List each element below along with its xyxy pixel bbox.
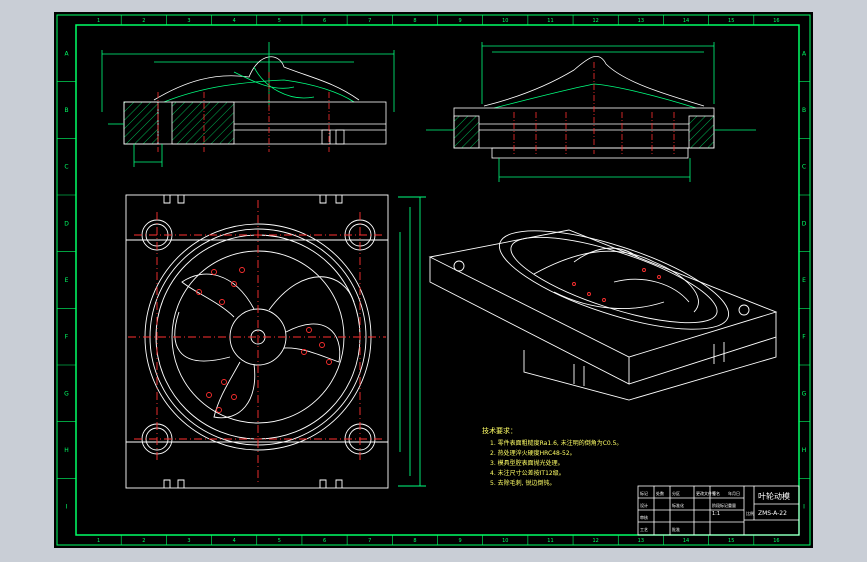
border-col-label: 7 — [368, 538, 371, 544]
tb-label: 工艺 — [640, 527, 648, 532]
front-section-view — [101, 42, 395, 167]
tb-label: 年月日 — [728, 490, 740, 496]
tb-label: 重量 — [728, 502, 736, 508]
border-col-label: 3 — [187, 538, 190, 544]
border-col-label: 16 — [773, 538, 779, 544]
border-row-label: G — [64, 390, 69, 397]
border-row-label: H — [64, 447, 69, 454]
border-row-label: D — [802, 220, 807, 227]
title-block-text: 叶轮动模 ZMS-A-22 1:1 标记 处数 分区 更改文件号 签名 年月日 … — [640, 490, 790, 532]
isometric-view — [428, 229, 778, 401]
tech-req-item: 4. 未注尺寸公差按IT12级。 — [490, 469, 565, 477]
border-row-label: E — [802, 277, 806, 284]
border-col-label: 7 — [368, 18, 371, 24]
border-row-label: I — [66, 504, 68, 511]
tb-label: 标记 — [640, 490, 648, 496]
border-row-label: F — [802, 334, 806, 341]
title-block — [637, 485, 800, 536]
border-row-label: C — [64, 164, 68, 171]
tb-label: 签名 — [712, 490, 720, 496]
tb-label: 比例 — [746, 510, 754, 516]
border-col-label: 14 — [683, 18, 689, 24]
border-col-label: 2 — [142, 18, 145, 24]
tb-label: 阶段标记 — [712, 502, 728, 508]
scale-value: 1:1 — [712, 511, 720, 517]
border-row-label: A — [64, 50, 69, 57]
border-col-label: 6 — [323, 18, 326, 24]
tb-label: 更改文件号 — [696, 490, 716, 496]
border-col-label: 1 — [97, 18, 100, 24]
border-col-label: 16 — [773, 18, 779, 24]
border-col-label: 15 — [728, 18, 734, 24]
border-row-label: A — [802, 50, 807, 57]
border-row-label: H — [802, 447, 807, 454]
border-col-label: 4 — [233, 538, 236, 544]
outer-frame — [56, 14, 811, 546]
tb-label: 设计 — [640, 502, 648, 508]
border-col-label: 11 — [547, 18, 553, 24]
border-row-label: C — [802, 164, 806, 171]
border-col-label: 15 — [728, 538, 734, 544]
border-col-label: 9 — [459, 18, 462, 24]
border-col-label: 1 — [97, 538, 100, 544]
tech-req-item: 5. 去除毛刺, 锐边倒钝。 — [490, 479, 555, 487]
border-col-label: 4 — [233, 18, 236, 24]
tech-req-item: 2. 热处理淬火硬度HRC48-52。 — [490, 449, 576, 457]
border-col-label: 12 — [592, 538, 598, 544]
border-col-label: 10 — [502, 18, 508, 24]
tech-req-heading: 技术要求： — [482, 426, 517, 435]
border-row-label: I — [803, 504, 805, 511]
border-col-label: 9 — [459, 538, 462, 544]
plan-view — [125, 194, 426, 489]
tb-label: 批准 — [672, 526, 680, 532]
tech-req-item: 1. 零件表面粗糙度Ra1.6, 未注明的倒角为C0.5。 — [490, 439, 622, 447]
tb-label: 分区 — [672, 490, 680, 496]
border-row-labels: A A B B C C D D E E F F G G H H I I — [57, 50, 810, 511]
border-row-label: B — [802, 107, 806, 114]
border-row-label: E — [65, 277, 69, 284]
tech-req-item: 3. 模具型腔表面抛光处理。 — [490, 459, 564, 467]
tech-requirements: 技术要求： 1. 零件表面粗糙度Ra1.6, 未注明的倒角为C0.5。 2. 热… — [482, 426, 622, 487]
border-col-label: 3 — [187, 18, 190, 24]
border-col-label: 14 — [683, 538, 689, 544]
border-col-label: 13 — [638, 538, 644, 544]
border-row-label: F — [65, 334, 69, 341]
border-col-label: 8 — [413, 538, 416, 544]
border-row-label: G — [802, 390, 807, 397]
tb-label: 处数 — [656, 490, 664, 496]
drawing-number: ZMS-A-22 — [758, 510, 787, 517]
tb-label: 审核 — [640, 514, 648, 520]
border-col-label: 11 — [547, 538, 553, 544]
drawing-title: 叶轮动模 — [758, 491, 790, 501]
border-row-label: B — [64, 107, 68, 114]
border-col-label: 12 — [592, 18, 598, 24]
side-section-view — [426, 42, 756, 182]
border-col-label: 6 — [323, 538, 326, 544]
border-col-label: 5 — [278, 18, 281, 24]
border-col-label: 10 — [502, 538, 508, 544]
tb-label: 标准化 — [672, 502, 684, 508]
border-col-label: 5 — [278, 538, 281, 544]
border-col-labels: 1122334455667788991010111112121313141415… — [97, 15, 780, 545]
border-row-label: D — [64, 220, 69, 227]
border-col-label: 13 — [638, 18, 644, 24]
border-col-label: 8 — [413, 18, 416, 24]
border-col-label: 2 — [142, 538, 145, 544]
